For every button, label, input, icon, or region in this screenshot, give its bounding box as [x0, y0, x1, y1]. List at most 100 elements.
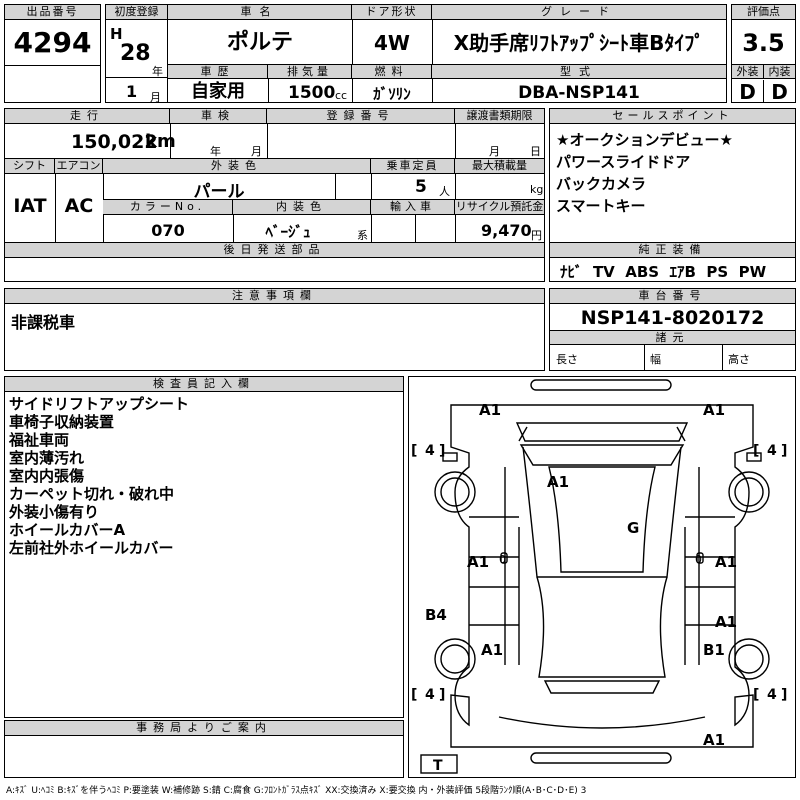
- notes-block: 注意事項欄 非課税車: [4, 288, 545, 371]
- color-no-label: カラーNo.: [103, 200, 233, 215]
- capacity-unit: 人: [439, 185, 450, 198]
- inspector-item: カーペット切れ・破れ中: [9, 485, 175, 503]
- mark-right-door-handle: 0: [695, 553, 702, 566]
- year-unit: 年: [152, 65, 163, 78]
- sales-point-item: スマートキー: [556, 197, 646, 215]
- inspector-label: 検査員記入欄: [5, 377, 403, 392]
- exterior-label: 外装: [732, 64, 764, 79]
- height-label: 高さ: [728, 353, 750, 366]
- grade-label: グレード: [432, 5, 726, 20]
- reg-number-label: 登録番号: [267, 109, 455, 124]
- bracket-open: [: [411, 687, 417, 703]
- int-color-label: 内装色: [233, 200, 371, 215]
- inspector-item: 左前社外ホイールカバー: [9, 539, 174, 557]
- deadline-day-unit: 日: [530, 145, 541, 158]
- recycle-unit: 円: [531, 229, 542, 242]
- mark-right-door: A1: [715, 553, 737, 571]
- fuel-label: 燃料: [352, 64, 432, 79]
- exterior-grade: D: [732, 80, 764, 103]
- mark-left-door: A1: [467, 553, 489, 571]
- details-block: 走行 車検 登録番号 譲渡書類期限 150,022 km 年 月 月 日 シフト…: [4, 108, 545, 282]
- color-label: 外装色: [103, 159, 371, 174]
- capacity-label: 乗車定員: [371, 159, 455, 174]
- length-label: 長さ: [556, 353, 578, 366]
- header-section: 出品番号 4294 初度登録 H 28 年 1 月 車名 ドア形状 グレード ポ…: [4, 4, 796, 104]
- first-reg-label: 初度登録: [106, 5, 167, 20]
- reg-month: 1: [126, 82, 138, 101]
- inspection-year-unit: 年: [210, 145, 221, 158]
- mark-right-rear-wheel: B1: [703, 641, 725, 659]
- mark-front-right: A1: [703, 401, 725, 419]
- notes-label: 注意事項欄: [5, 289, 544, 304]
- mileage-unit: km: [145, 131, 176, 152]
- equipment-label: 純正装備: [550, 242, 795, 258]
- ac-label: エアコン: [55, 159, 103, 174]
- sales-point-item: バックカメラ: [556, 175, 647, 193]
- air-conditioner: AC: [64, 195, 94, 217]
- mark-left-door-handle: 0: [499, 553, 506, 566]
- import-label: 輸入車: [371, 200, 455, 215]
- month-unit: 月: [150, 91, 161, 104]
- interior-label: 内装: [764, 64, 795, 79]
- shift-label: シフト: [5, 159, 55, 174]
- chassis-number: NSP141-8020172: [580, 307, 765, 329]
- tire-spare: T: [433, 758, 443, 774]
- interior-color: ﾍﾞｰｼﾞｭ: [265, 223, 311, 241]
- bracket-close: ]: [439, 687, 445, 703]
- sales-point-item: パワースライドドア: [556, 153, 691, 171]
- bracket-open: [: [753, 443, 759, 459]
- tire-front-left: 4: [425, 443, 435, 459]
- equipment-list: ﾅﾋﾞ TV ABS ｴｱB PS PW: [560, 263, 767, 281]
- car-outline: A1 A1 A1 G A1 A1 B4 A1 A1 B1 A1 0 0 [ 4 …: [411, 379, 787, 774]
- grade: X助手席ﾘﾌﾄｱｯﾌﾟｼｰﾄ車Bﾀｲﾌﾟ: [453, 31, 705, 55]
- sales-points-list: ★オークションデビュー★ パワースライドドア バックカメラ スマートキー: [556, 131, 733, 215]
- spec-label: 諸元: [550, 330, 795, 345]
- inspection-month-unit: 月: [251, 145, 262, 158]
- legend: A:ｷｽﾞ U:ﾍｺﾐ B:ｷｽﾞを伴うﾍｺﾐ P:要塗装 W:補修跡 S:錆 …: [6, 786, 587, 796]
- deadline-label: 譲渡書類期限: [455, 109, 544, 124]
- lot-block: 出品番号 4294: [4, 4, 101, 103]
- chassis-label: 車台番号: [550, 289, 795, 304]
- interior-grade: D: [771, 80, 788, 104]
- mark-rear: A1: [703, 731, 725, 749]
- inspector-item: ホイールカバーA: [9, 521, 126, 539]
- displacement-unit: cc: [335, 89, 348, 102]
- lot-label: 出品番号: [5, 5, 100, 20]
- recycle-label: リサイクル預託金: [455, 200, 544, 215]
- car-name: ポルテ: [226, 30, 293, 55]
- office-block: 事務局よりご案内: [4, 720, 404, 778]
- reg-year: 28: [120, 41, 151, 66]
- model-label: 型式: [432, 64, 726, 79]
- displacement-label: 排気量: [268, 64, 352, 79]
- mark-right-rear-door: A1: [715, 613, 737, 631]
- model: DBA-NSP141: [518, 83, 640, 103]
- load-label: 最大積載量: [455, 159, 544, 174]
- tire-rear-left: 4: [425, 687, 435, 703]
- bracket-open: [: [753, 687, 759, 703]
- notes-text: 非課税車: [11, 313, 76, 332]
- lot-number: 4294: [13, 26, 92, 59]
- tire-rear-right: 4: [767, 687, 777, 703]
- bracket-close: ]: [439, 443, 445, 459]
- load-unit: kg: [530, 183, 544, 196]
- inspector-item: サイドリフトアップシート: [9, 395, 190, 413]
- chassis-block: 車台番号 NSP141-8020172 諸元 長さ 幅 高さ: [549, 288, 796, 371]
- displacement: 1500: [288, 83, 336, 103]
- history: 自家用: [191, 81, 245, 102]
- inspector-item: 室内薄汚れ: [9, 449, 85, 467]
- delivery-label: 後日発送部品: [5, 243, 544, 258]
- score-block: 評価点 3.5 外装 内装 D D: [731, 4, 796, 104]
- inspector-item: 車椅子収納装置: [9, 413, 115, 431]
- sales-points-label: セールスポイント: [550, 109, 795, 124]
- recycle-fee: 9,470: [481, 221, 532, 240]
- vehicle-block: 車名 ドア形状 グレード ポルテ 4W X助手席ﾘﾌﾄｱｯﾌﾟｼｰﾄ車Bﾀｲﾌﾟ…: [167, 4, 727, 103]
- office-label: 事務局よりご案内: [5, 721, 403, 736]
- inspector-list: サイドリフトアップシート 車椅子収納装置 福祉車両 室内薄汚れ 室内内張傷 カー…: [9, 395, 189, 557]
- inspection-label: 車検: [170, 109, 267, 124]
- tire-front-right: 4: [767, 443, 777, 459]
- history-label: 車歴: [168, 64, 268, 79]
- sales-point-item: ★オークションデビュー★: [556, 131, 733, 149]
- mark-front-left: A1: [479, 401, 501, 419]
- capacity: 5: [415, 177, 427, 197]
- shift: IAT: [13, 195, 47, 217]
